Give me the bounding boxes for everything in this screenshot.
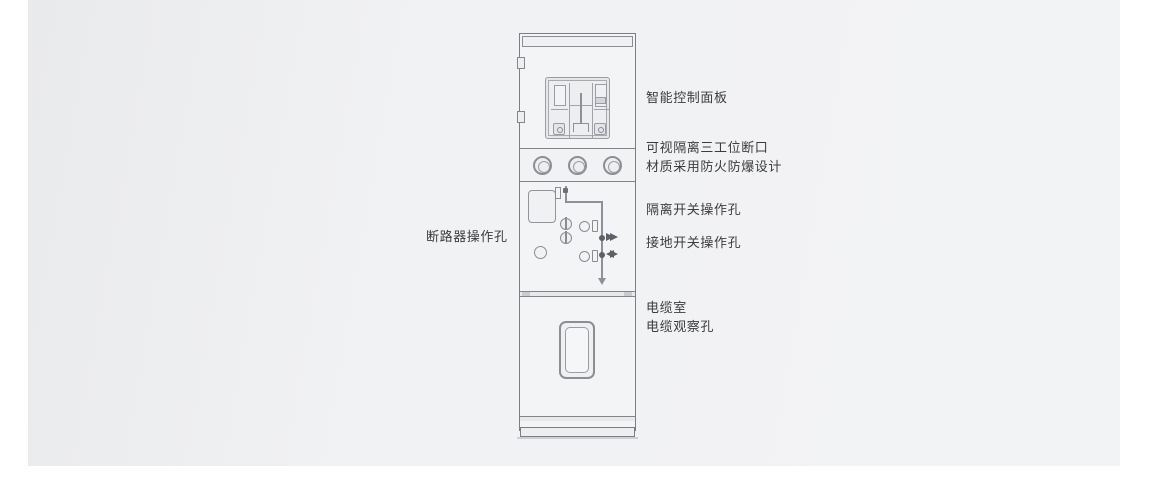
- mimic-arrow-lower-second-icon: [610, 250, 618, 258]
- door-hinge-upper-icon: [517, 57, 525, 69]
- viewing-ports-strip: [520, 149, 635, 181]
- control-panel-inner-face: [548, 80, 610, 139]
- switchgear-cabinet-illustration: [517, 33, 638, 439]
- cabinet-base-shadow: [517, 437, 638, 439]
- switch-compartment: [520, 182, 635, 291]
- control-panel-divider-left: [569, 83, 571, 139]
- viewing-port-phase-b-icon[interactable]: [568, 156, 587, 175]
- cabinet-top-cap: [522, 36, 633, 47]
- cabinet-nameplate: [528, 190, 556, 223]
- control-panel-split-right: [594, 109, 610, 111]
- isolator-switch-position-slot[interactable]: [592, 220, 598, 232]
- label-line: 断路器操作孔: [426, 229, 508, 244]
- compartment-divider-1: [520, 148, 635, 150]
- earthing-switch-position-slot[interactable]: [592, 250, 598, 262]
- label-circuit-breaker-operation-hole: 断路器操作孔: [426, 227, 508, 246]
- label-line: 材质采用防火防爆设计: [646, 159, 783, 174]
- mimic-arrow-upper-second-icon: [610, 233, 618, 241]
- circuit-breaker-operation-hole[interactable]: [534, 246, 547, 259]
- mimic-bus-horizontal: [565, 201, 603, 203]
- control-panel-knob-right[interactable]: [594, 123, 606, 135]
- label-line: 智能控制面板: [646, 90, 728, 105]
- door-hinge-lower-icon: [517, 111, 525, 123]
- mimic-tap-point-upper-icon: [599, 235, 605, 241]
- viewing-port-phase-c-icon[interactable]: [603, 156, 622, 175]
- control-panel-selector-stem-icon: [580, 93, 582, 123]
- cable-compartment: [520, 297, 635, 421]
- compartment-divider-rail: [520, 291, 635, 297]
- label-earthing-switch-operation-hole: 接地开关操作孔: [646, 233, 741, 252]
- label-line: 接地开关操作孔: [646, 235, 742, 250]
- rail-cap-left: [522, 292, 530, 296]
- earthing-switch-operation-hole[interactable]: [579, 251, 590, 262]
- mimic-junction-dot-icon: [563, 188, 568, 193]
- control-panel-knob-left[interactable]: [553, 123, 565, 135]
- isolator-switch-operation-hole[interactable]: [579, 221, 590, 232]
- label-line: 电缆观察孔: [646, 319, 715, 334]
- mimic-indicator-upper-icon: [560, 217, 572, 230]
- rail-cap-right: [624, 292, 632, 296]
- control-panel-display-window: [554, 85, 566, 106]
- label-isolator-switch-operation-hole: 隔离开关操作孔: [646, 200, 741, 219]
- control-panel-divider-right: [592, 83, 594, 139]
- label-cable-compartment: 电缆室 电缆观察孔: [646, 298, 714, 336]
- label-line: 可视隔离三工位断口: [646, 140, 769, 155]
- label-line: 电缆室: [646, 300, 687, 315]
- cabinet-base: [520, 427, 635, 437]
- label-intelligent-control-panel: 智能控制面板: [646, 88, 728, 107]
- control-panel-selector-leg-left-icon: [573, 123, 575, 132]
- mimic-tap-point-lower-icon: [599, 252, 605, 258]
- control-compartment: [520, 47, 635, 148]
- label-line: 隔离开关操作孔: [646, 202, 742, 217]
- mimic-indicator-lower-icon: [560, 231, 572, 244]
- control-panel-indicator-icon: [595, 97, 606, 104]
- mimic-bus-vertical-top: [565, 186, 567, 202]
- cable-inspection-window[interactable]: [559, 321, 595, 379]
- control-panel-split-left: [551, 109, 568, 111]
- mimic-switch-symbol-icon: [555, 187, 561, 199]
- mimic-arrow-down-icon: [598, 278, 606, 285]
- control-panel-selector-leg-right-icon: [587, 123, 589, 132]
- cable-inspection-window-glass: [565, 327, 589, 373]
- intelligent-control-panel[interactable]: [545, 77, 610, 139]
- control-panel-selector-base-icon: [573, 123, 589, 125]
- diagram-canvas: 断路器操作孔 智能控制面板 可视隔离三工位断口 材质采用防火防爆设计 隔离开关操…: [28, 0, 1120, 466]
- viewing-port-phase-a-icon[interactable]: [533, 156, 552, 175]
- cable-compartment-bottom-rail: [520, 416, 635, 421]
- label-visible-isolation-three-position-break: 可视隔离三工位断口 材质采用防火防爆设计: [646, 138, 782, 176]
- compartment-divider-2: [520, 181, 635, 183]
